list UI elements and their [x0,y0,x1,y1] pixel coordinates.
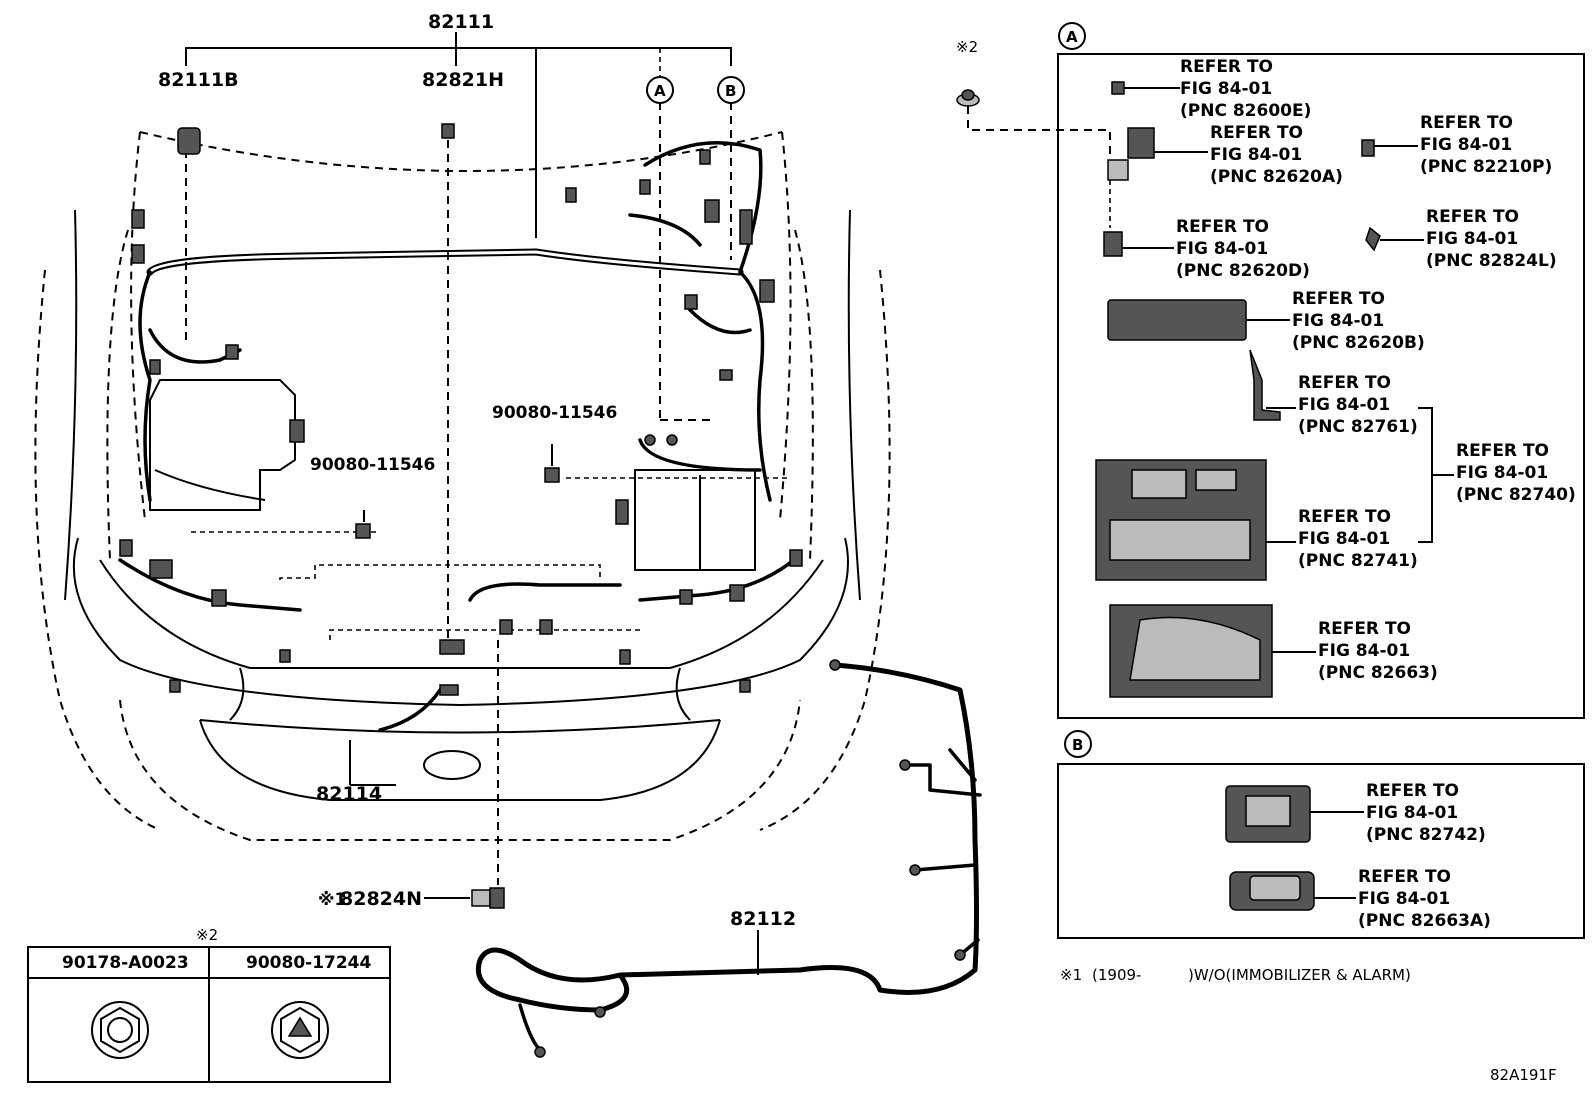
ref-a-6-l1: REFER TO [1298,373,1391,393]
ref-a-5-l3: (PNC 82620B) [1292,333,1425,353]
ref-a-1-l1: REFER TO [1210,123,1303,143]
ref-a-0-l3: (PNC 82600E) [1180,101,1311,121]
mark-2-label: ※2 [956,38,978,56]
ref-a-2-l3: (PNC 82210P) [1420,157,1552,177]
label-bolt-right: 90080-11546 [492,403,617,423]
legend-col1: 90178-A0023 [62,953,189,973]
ref-a-9-l1: REFER TO [1318,619,1411,639]
ref-b-1-l3: (PNC 82663A) [1358,911,1491,931]
ref-a-9-l2: FIG 84-01 [1318,641,1410,661]
bolt-left-icon [355,510,371,539]
ref-a-8-l1: REFER TO [1298,507,1391,527]
ref-a-9-l3: (PNC 82663) [1318,663,1438,683]
ref-b-0-l3: (PNC 82742) [1366,825,1486,845]
ref-a-6-l3: (PNC 82761) [1298,417,1418,437]
ref-a-2-l2: FIG 84-01 [1420,135,1512,155]
label-82821h: 82821H [422,69,504,91]
legend-table: ※2 90178-A0023 90080-17244 [27,926,391,1083]
label-82114: 82114 [316,783,382,805]
ref-a-5-l1: REFER TO [1292,289,1385,309]
ref-b-1-l1: REFER TO [1358,867,1451,887]
ref-a-1-l2: FIG 84-01 [1210,145,1302,165]
ref-b-0-l1: REFER TO [1366,781,1459,801]
ref-a-7-l2: FIG 84-01 [1456,463,1548,483]
figure-code: 82A191F [1490,1066,1557,1084]
ref-a-2-l1: REFER TO [1420,113,1513,133]
ref-a-4-l2: FIG 84-01 [1426,229,1518,249]
ref-a-6-l2: FIG 84-01 [1298,395,1390,415]
label-82111b: 82111B [158,69,239,91]
label-bolt-left: 90080-11546 [310,455,435,475]
clip-icon: ※2 [956,38,1111,160]
bolt-right-icon [544,444,560,483]
ref-a-3-l1: REFER TO [1176,217,1269,237]
ref-a-8-l3: (PNC 82741) [1298,551,1418,571]
ref-b-1-l2: FIG 84-01 [1358,889,1450,909]
nut-icon [91,1001,149,1059]
label-82824n: 82824N [340,888,422,910]
legend-col2: 90080-17244 [246,953,372,973]
footnote-start: (1909- [1092,966,1141,984]
ref-a-8-l2: FIG 84-01 [1298,529,1390,549]
label-82111: 82111 [428,11,494,33]
footnote-text: )W/O(IMMOBILIZER & ALARM) [1188,966,1411,984]
callout-b-label: B [725,82,736,100]
flange-nut-icon [271,1001,329,1059]
ref-a-3-l3: (PNC 82620D) [1176,261,1310,281]
footnote-mark: ※1 [1060,966,1082,984]
ref-a-7-l1: REFER TO [1456,441,1549,461]
ref-a-0-l2: FIG 84-01 [1180,79,1272,99]
ref-a-1-l3: (PNC 82620A) [1210,167,1343,187]
label-82824n-mark: ※1 [318,890,346,910]
ref-a-4-l3: (PNC 82824L) [1426,251,1557,271]
ref-a-5-l2: FIG 84-01 [1292,311,1384,331]
panel-b: B REFER TO FIG 84-01 (PNC 82742) REFER T… [1057,730,1585,939]
panel-a-circle-label: A [1066,28,1078,46]
ref-a-0-l1: REFER TO [1180,57,1273,77]
ref-b-0-l2: FIG 84-01 [1366,803,1458,823]
callout-a-label: A [654,82,666,100]
label-82112: 82112 [730,908,796,930]
panel-a: A REFER TO FIG 84-01 (PNC 82600E) [1057,22,1585,719]
legend-mark: ※2 [196,926,218,944]
ref-a-3-l2: FIG 84-01 [1176,239,1268,259]
engine-bay-drawing [34,32,982,1058]
ref-a-4-l1: REFER TO [1426,207,1519,227]
ref-a-7-l3: (PNC 82740) [1456,485,1576,505]
panel-b-circle-label: B [1072,736,1083,754]
